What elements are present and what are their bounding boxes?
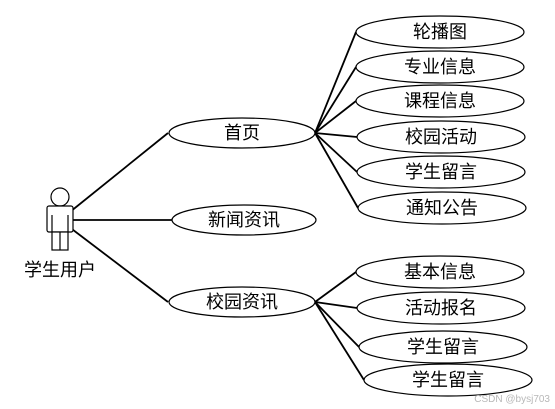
use-case-major-info-label: 专业信息	[404, 57, 476, 78]
use-case-student-message-3-ellipse	[363, 363, 533, 397]
use-case-news-label: 新闻资讯	[208, 210, 280, 231]
use-case-student-message-3: 学生留言	[363, 363, 533, 397]
use-case-activity-signup-ellipse	[356, 291, 526, 325]
use-case-carousel-label: 轮播图	[413, 22, 467, 43]
use-case-major-info-ellipse	[355, 50, 525, 84]
actor-body	[46, 205, 74, 233]
edge-actor-home	[59, 132, 169, 221]
use-case-notice-ellipse	[357, 191, 527, 225]
campus-connectors	[314, 271, 365, 381]
use-case-carousel: 轮播图	[355, 15, 525, 49]
watermark: CSDN @bysj703	[474, 394, 550, 405]
use-case-activity-signup-label: 活动报名	[405, 298, 477, 319]
actor-label: 学生用户	[24, 260, 96, 281]
use-case-home: 首页	[168, 117, 316, 149]
use-case-notice: 通知公告	[357, 191, 527, 225]
use-case-campus-ellipse	[168, 286, 316, 318]
use-case-notice-label: 通知公告	[406, 198, 478, 219]
use-case-basic-info-label: 基本信息	[404, 262, 476, 283]
use-case-student-message-ellipse	[356, 155, 526, 189]
edge-home-1	[314, 31, 357, 134]
use-case-course-info: 课程信息	[355, 84, 525, 118]
use-case-home-label: 首页	[224, 123, 260, 144]
use-case-home-ellipse	[168, 117, 316, 149]
actor-figure	[46, 187, 74, 251]
use-case-student-message-2: 学生留言	[358, 330, 528, 364]
use-case-student-message-label: 学生留言	[405, 162, 477, 183]
campus-sub-use-cases: 基本信息 活动报名 学生留言 学生留言	[355, 255, 533, 397]
edge-home-2	[314, 66, 357, 134]
home-sub-use-cases: 轮播图 专业信息 课程信息 校园活动 学生留言 通知公告	[355, 15, 527, 225]
use-case-student-message-3-label: 学生留言	[412, 370, 484, 391]
use-case-student-message: 学生留言	[356, 155, 526, 189]
use-case-campus-activity-label: 校园活动	[405, 127, 477, 148]
edge-campus-4	[314, 301, 365, 381]
edge-actor-campus	[59, 219, 169, 303]
use-case-campus-activity: 校园活动	[356, 120, 526, 154]
actor-connectors	[59, 132, 172, 303]
edge-campus-2	[314, 301, 358, 309]
use-case-campus-activity-ellipse	[356, 120, 526, 154]
use-case-carousel-ellipse	[355, 15, 525, 49]
use-case-student-message-2-label: 学生留言	[407, 337, 479, 358]
use-case-student-message-2-ellipse	[358, 330, 528, 364]
use-case-basic-info-ellipse	[355, 255, 525, 289]
use-case-campus-label: 校园资讯	[206, 292, 278, 313]
edge-home-3	[314, 100, 357, 134]
use-case-major-info: 专业信息	[355, 50, 525, 84]
edge-campus-3	[314, 301, 360, 348]
use-case-campus: 校园资讯	[168, 286, 316, 318]
use-case-course-info-ellipse	[355, 84, 525, 118]
use-case-news: 新闻资讯	[171, 204, 317, 236]
home-connectors	[314, 31, 359, 209]
edge-home-4	[314, 132, 358, 138]
use-case-basic-info: 基本信息	[355, 255, 525, 289]
edge-home-6	[314, 132, 359, 209]
edge-campus-1	[314, 271, 357, 303]
use-case-activity-signup: 活动报名	[356, 291, 526, 325]
edge-home-5	[314, 132, 358, 173]
use-case-course-info-label: 课程信息	[404, 91, 476, 112]
actor-head	[50, 187, 70, 207]
use-case-news-ellipse	[171, 204, 317, 236]
